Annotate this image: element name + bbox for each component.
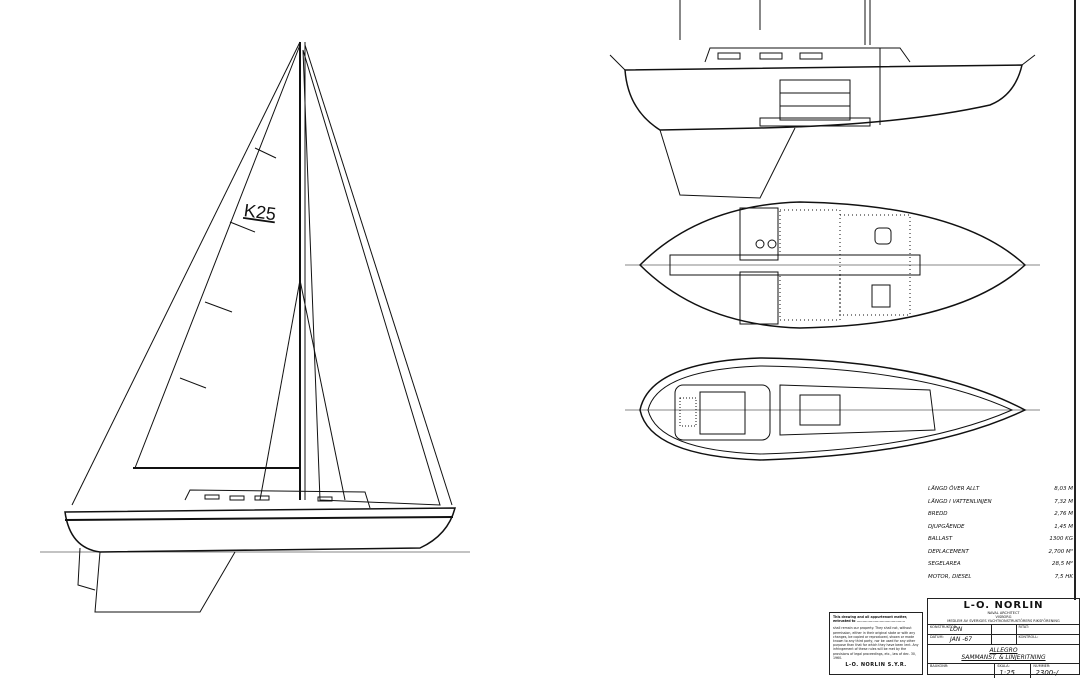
title-block-header: L-O. NORLIN NAVAL ARCHITECT VISBORG MEDL… — [928, 599, 1079, 625]
battens — [179, 147, 277, 389]
copyright-notice: This drawing and all appurtenant matter,… — [829, 612, 923, 675]
border-line — [1074, 0, 1076, 600]
mainsail — [134, 44, 301, 469]
drawing-title: ALLEGRO SAMMANST. & LINJERITNING — [928, 645, 1079, 664]
forestay — [304, 44, 453, 506]
spec-row: Djupgående1,45 m — [928, 523, 1073, 530]
accommodation-plan — [625, 201, 1040, 329]
spec-row: Bredd2,76 m — [928, 511, 1073, 517]
specifications-table: Längd över allt8,03 m Längd i vattenlinj… — [928, 483, 1073, 583]
jib — [302, 49, 441, 506]
title-block: L-O. NORLIN NAVAL ARCHITECT VISBORG MEDL… — [927, 598, 1080, 678]
sail-number: K25 — [243, 200, 278, 224]
deck-plan — [625, 357, 1040, 461]
keel — [94, 551, 236, 613]
cabin — [184, 489, 371, 509]
spec-row: Segelarea28,5 m² — [928, 561, 1073, 567]
sail-plan: K25 — [40, 41, 470, 613]
interior-profile — [609, 0, 1036, 199]
spec-row: Deplacement2,700 m³ — [928, 548, 1073, 555]
spec-row: Motor, diesel7,5 hk — [928, 573, 1073, 580]
hull-profile — [64, 507, 456, 553]
rudder — [77, 547, 96, 591]
spec-row: Längd i vattenlinjen7,32 m — [928, 498, 1073, 505]
spec-row: Ballast1300 kg — [928, 536, 1073, 542]
stamp-seal — [992, 625, 1017, 634]
backstay — [71, 41, 301, 506]
spec-row: Längd över allt8,03 m — [928, 486, 1073, 492]
portlights — [204, 494, 333, 502]
profile-keel — [659, 127, 796, 199]
